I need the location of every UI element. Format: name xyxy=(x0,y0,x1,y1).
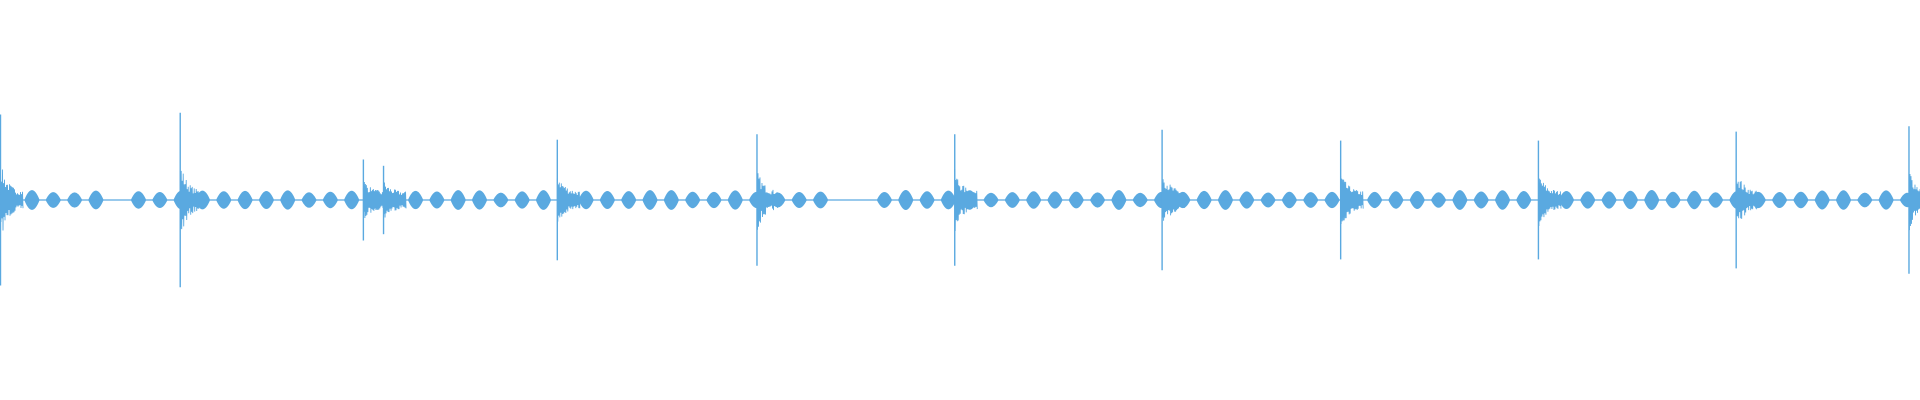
waveform-transient xyxy=(362,159,387,241)
waveform-transients xyxy=(0,112,1920,288)
waveform-transient xyxy=(756,134,780,266)
waveform-transient xyxy=(1161,129,1186,271)
waveform-transient xyxy=(1735,131,1760,269)
waveform-transient xyxy=(179,112,204,288)
waveform-transient xyxy=(1537,140,1562,260)
waveform-transient xyxy=(1339,140,1364,260)
waveform-transient xyxy=(382,165,407,235)
waveform-transient xyxy=(1908,126,1920,274)
waveform-transient xyxy=(0,114,24,286)
waveform-transient xyxy=(556,139,581,261)
waveform-transient xyxy=(954,134,978,266)
